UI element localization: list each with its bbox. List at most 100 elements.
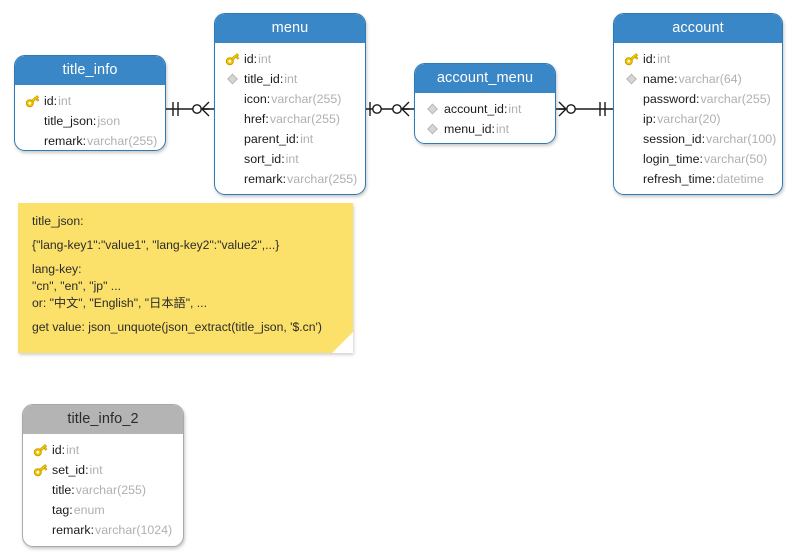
field-type: int — [58, 94, 72, 108]
field-row[interactable]: session_id:varchar(100) — [614, 129, 782, 149]
field-row[interactable]: id:int — [23, 440, 183, 460]
note-line: lang-key: — [32, 262, 82, 276]
field-spacer — [224, 151, 241, 167]
note-line: get value: json_unquote(json_extract(tit… — [32, 320, 322, 334]
note-line: or: "中文", "English", "日本語", ... — [32, 296, 207, 310]
field-colon: : — [652, 112, 657, 126]
field-spacer — [24, 113, 41, 129]
field-row[interactable]: id:int — [215, 49, 365, 69]
field-name: remark — [244, 172, 283, 186]
field-colon: : — [491, 122, 495, 136]
field-name: remark — [44, 134, 83, 148]
key-icon — [224, 51, 241, 67]
field-type: int — [66, 443, 80, 457]
field-spacer — [224, 171, 241, 187]
note-fold-corner — [332, 332, 353, 353]
field-type: varchar(20) — [657, 112, 721, 126]
field-row[interactable]: ip:varchar(20) — [614, 109, 782, 129]
field-row[interactable]: tag:enum — [23, 500, 183, 520]
field-colon: : — [282, 172, 287, 186]
field-type: varchar(255) — [271, 92, 342, 106]
diamond-icon — [424, 121, 441, 137]
field-row[interactable]: password:varchar(255) — [614, 89, 782, 109]
field-name: title — [52, 483, 72, 497]
field-row[interactable]: remark:varchar(1024) — [23, 520, 183, 540]
field-name: icon — [244, 92, 267, 106]
entity-title-account: account — [614, 14, 782, 43]
diamond-icon — [424, 101, 441, 117]
field-row[interactable]: title_id:int — [215, 69, 365, 89]
field-colon: : — [699, 152, 703, 166]
field-type: enum — [73, 503, 105, 517]
field-name: set_id — [52, 463, 86, 477]
field-colon: : — [674, 72, 678, 86]
field-row[interactable]: icon:varchar(255) — [215, 89, 365, 109]
field-colon: : — [711, 172, 716, 186]
field-type: datetime — [716, 172, 764, 186]
field-name: account_id — [444, 102, 504, 116]
field-name: refresh_time — [643, 172, 712, 186]
field-row[interactable]: remark:varchar(255) — [215, 169, 365, 189]
field-spacer — [32, 482, 49, 498]
field-colon: : — [90, 523, 95, 537]
field-spacer — [32, 502, 49, 518]
field-name: title_json — [44, 114, 93, 128]
field-name: menu_id — [444, 122, 492, 136]
entity-title-title_info: title_info — [15, 56, 165, 85]
field-row[interactable]: account_id:int — [415, 99, 555, 119]
field-type: varchar(255) — [87, 134, 158, 148]
field-type: varchar(255) — [287, 172, 358, 186]
field-type: int — [300, 132, 314, 146]
field-name: remark — [52, 523, 91, 537]
field-spacer — [32, 522, 49, 538]
field-row[interactable]: href:varchar(255) — [215, 109, 365, 129]
field-spacer — [24, 133, 41, 149]
note-line: {"lang-key1":"value1", "lang-key2":"valu… — [32, 238, 280, 252]
field-name: id — [52, 443, 62, 457]
field-spacer — [623, 151, 640, 167]
field-row[interactable]: title:varchar(255) — [23, 480, 183, 500]
note-line: "cn", "en", "jp" ... — [32, 279, 121, 293]
field-row[interactable]: login_time:varchar(50) — [614, 149, 782, 169]
field-colon: : — [281, 152, 285, 166]
field-row[interactable]: refresh_time:datetime — [614, 169, 782, 189]
field-row[interactable]: name:varchar(64) — [614, 69, 782, 89]
field-name: parent_id — [244, 132, 296, 146]
field-spacer — [224, 111, 241, 127]
diamond-icon — [623, 71, 640, 87]
field-row[interactable]: sort_id:int — [215, 149, 365, 169]
field-row[interactable]: remark:varchar(255) — [15, 131, 165, 150]
field-type: varchar(64) — [678, 72, 742, 86]
title-json-note[interactable]: title_json: {"lang-key1":"value1", "lang-… — [18, 203, 353, 353]
field-name: password — [643, 92, 697, 106]
field-row[interactable]: menu_id:int — [415, 119, 555, 139]
field-row[interactable]: id:int — [614, 49, 782, 69]
entity-title-menu: menu — [215, 14, 365, 43]
field-spacer — [623, 91, 640, 107]
field-row[interactable]: parent_id:int — [215, 129, 365, 149]
note-line: title_json: — [32, 214, 84, 228]
field-colon: : — [71, 483, 75, 497]
field-row[interactable]: title_json:json — [15, 111, 165, 131]
field-spacer — [224, 131, 241, 147]
relationship-account_menu-account — [556, 101, 613, 117]
field-row[interactable]: id:int — [15, 91, 165, 111]
field-type: int — [89, 463, 103, 477]
field-row[interactable]: set_id:int — [23, 460, 183, 480]
field-type: int — [285, 152, 299, 166]
field-type: varchar(50) — [703, 152, 768, 166]
field-name: id — [44, 94, 54, 108]
key-icon — [32, 462, 49, 478]
field-spacer — [623, 171, 640, 187]
field-colon: : — [696, 92, 700, 106]
field-name: href — [244, 112, 266, 126]
